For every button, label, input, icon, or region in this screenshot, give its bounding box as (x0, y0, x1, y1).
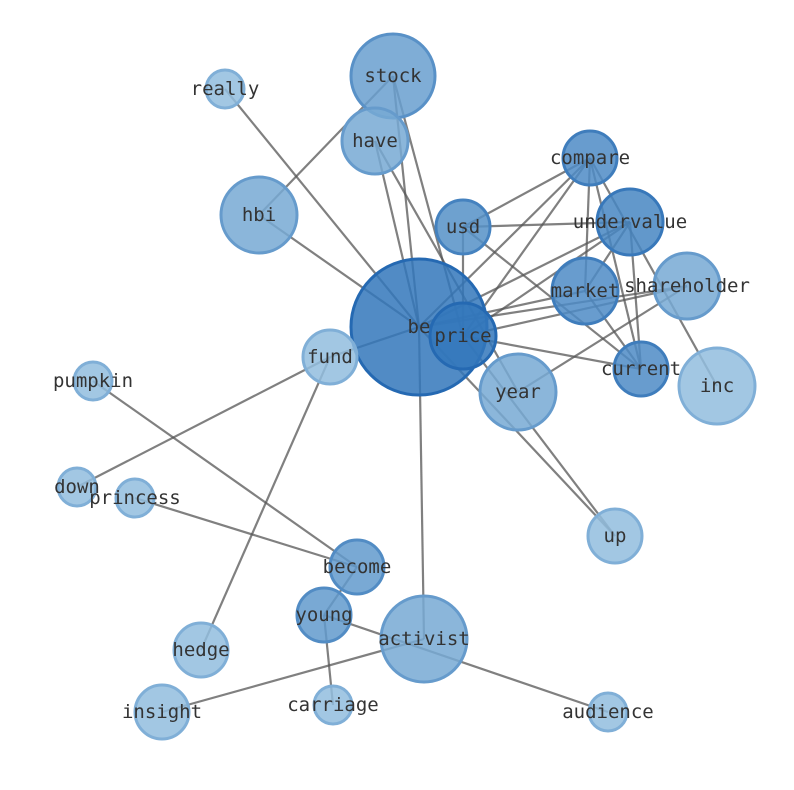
node-label-princess: princess (89, 487, 181, 509)
node-really[interactable] (204, 68, 246, 110)
node-insight[interactable] (133, 683, 191, 741)
node-label-current: current (601, 358, 681, 380)
node-down[interactable] (56, 466, 98, 508)
node-price[interactable] (428, 301, 498, 371)
edge-activist-insight (161, 637, 425, 714)
node-label-hbi: hbi (242, 204, 276, 226)
node-label-activist: activist (378, 628, 470, 650)
node-label-inc: inc (700, 375, 734, 397)
node-shareholder[interactable] (652, 251, 722, 321)
node-have[interactable] (340, 106, 410, 176)
node-inc[interactable] (677, 346, 757, 426)
node-label-shareholder: shareholder (624, 275, 750, 297)
node-label-pumpkin: pumpkin (53, 370, 133, 392)
node-current[interactable] (612, 340, 670, 398)
node-label-market: market (551, 280, 620, 302)
node-label-become: become (323, 556, 392, 578)
node-carriage[interactable] (312, 684, 354, 726)
node-label-young: young (295, 604, 352, 626)
node-undervalue[interactable] (595, 187, 665, 257)
node-year[interactable] (478, 352, 558, 432)
node-label-hedge: hedge (172, 639, 229, 661)
node-label-insight: insight (122, 701, 202, 723)
node-label-carriage: carriage (287, 694, 379, 716)
node-usd[interactable] (434, 198, 492, 256)
node-market[interactable] (550, 256, 620, 326)
node-label-fund: fund (307, 346, 353, 368)
node-label-undervalue: undervalue (573, 211, 687, 233)
node-activist[interactable] (379, 594, 469, 684)
node-up[interactable] (586, 507, 644, 565)
edge-princess-become (134, 496, 358, 569)
node-young[interactable] (295, 586, 353, 644)
node-princess[interactable] (114, 477, 156, 519)
node-label-stock: stock (364, 65, 422, 87)
node-label-price: price (434, 325, 491, 347)
edge-young-audience (323, 613, 609, 714)
node-audience[interactable] (587, 691, 629, 733)
node-label-be: be (408, 316, 431, 338)
node-compare[interactable] (561, 129, 619, 187)
node-label-have: have (352, 130, 398, 152)
nodes-layer (56, 32, 757, 741)
node-label-audience: audience (562, 701, 654, 723)
node-label-usd: usd (446, 216, 480, 238)
labels-layer: stock really have hbi compare usd undervalue sh… (53, 65, 750, 723)
edge-compare-current (588, 157, 643, 370)
node-hbi[interactable] (219, 175, 299, 255)
node-hedge[interactable] (172, 621, 230, 679)
edge-pumpkin-become (92, 380, 358, 568)
node-label-compare: compare (550, 147, 630, 169)
node-become[interactable] (328, 538, 386, 596)
node-label-year: year (495, 381, 541, 403)
node-label-down: down (54, 476, 100, 498)
node-label-really: really (191, 78, 260, 100)
node-label-up: up (604, 525, 627, 547)
edge-fund-down (76, 356, 331, 488)
node-fund[interactable] (301, 328, 359, 386)
node-pumpkin[interactable] (72, 360, 114, 402)
